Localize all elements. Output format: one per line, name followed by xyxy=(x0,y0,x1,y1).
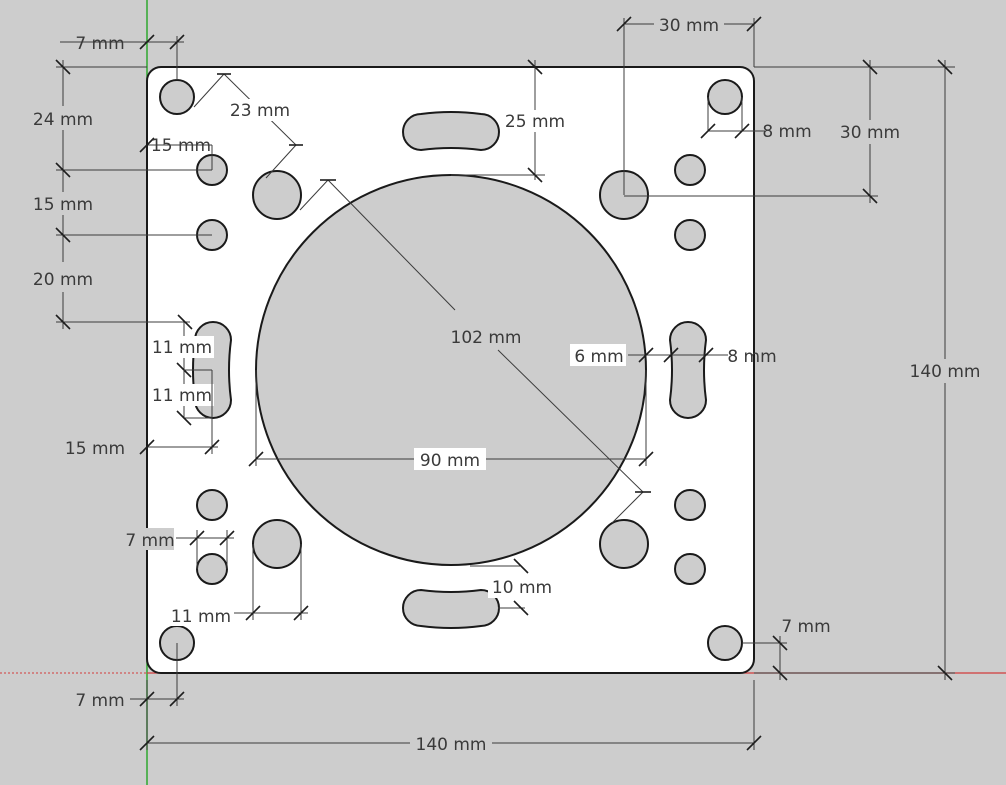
dim-label: 6 mm xyxy=(574,347,623,367)
dimension-10: 10 mm xyxy=(470,558,556,616)
dim-label: 8 mm xyxy=(727,347,776,367)
medium-hole-bottom-left[interactable] xyxy=(252,519,302,569)
dimension-8-right: 8 mm xyxy=(672,347,777,367)
dimension-30-top: 30 mm xyxy=(616,13,762,195)
dimension-15-hole: 15 mm xyxy=(139,136,213,170)
dimension-7-bottom: 7 mm xyxy=(70,643,185,711)
slot-bottom[interactable] xyxy=(402,588,500,629)
dimension-20: 20 mm xyxy=(33,270,193,330)
small-hole[interactable] xyxy=(674,154,706,186)
corner-hole-bottom-right[interactable] xyxy=(707,625,743,661)
medium-hole-bottom-right[interactable] xyxy=(599,519,649,569)
dim-label: 7 mm xyxy=(75,691,124,711)
dimension-8-top: 8 mm xyxy=(700,97,812,142)
small-hole[interactable] xyxy=(674,489,706,521)
dim-label: 11 mm xyxy=(171,607,231,627)
dim-label: 15 mm xyxy=(151,136,211,156)
slot-top[interactable] xyxy=(402,111,500,152)
dim-label: 25 mm xyxy=(505,112,565,132)
dim-label: 7 mm xyxy=(125,531,174,551)
center-hole[interactable] xyxy=(255,174,647,566)
medium-hole-top-left[interactable] xyxy=(252,170,302,220)
dimension-30-right: 30 mm xyxy=(624,59,906,204)
dimension-6: 6 mm xyxy=(570,344,679,367)
dimension-15-bottom-left: 15 mm xyxy=(60,370,220,459)
dimension-11-bottom: 11 mm xyxy=(166,544,309,627)
small-hole[interactable] xyxy=(674,219,706,251)
dimension-140-right: 140 mm xyxy=(754,59,985,681)
dim-label: 20 mm xyxy=(33,270,93,290)
dim-label: 15 mm xyxy=(65,439,125,459)
dim-label: 90 mm xyxy=(420,451,480,471)
small-hole[interactable] xyxy=(196,489,228,521)
dim-label: 30 mm xyxy=(659,16,719,36)
slot-right[interactable] xyxy=(668,321,708,419)
corner-hole-top-left[interactable] xyxy=(159,79,195,115)
dimension-11-b: 11 mm xyxy=(150,370,214,426)
dim-label: 11 mm xyxy=(152,338,212,358)
dimension-15-left: 15 mm xyxy=(33,195,212,262)
dimension-7-left: 7 mm xyxy=(118,528,235,569)
dim-label: 10 mm xyxy=(492,578,552,598)
dimension-140-bottom: 140 mm xyxy=(139,680,762,755)
dimension-90: 90 mm xyxy=(248,370,654,471)
dim-label: 30 mm xyxy=(840,123,900,143)
dim-label: 23 mm xyxy=(230,101,290,121)
small-hole[interactable] xyxy=(196,553,228,585)
dimension-25: 25 mm xyxy=(451,59,570,183)
dim-label: 24 mm xyxy=(33,110,93,130)
dim-label: 15 mm xyxy=(33,195,93,215)
small-hole[interactable] xyxy=(674,553,706,585)
dim-label: 7 mm xyxy=(75,34,124,54)
dimension-23: 23 mm xyxy=(193,73,303,179)
dimension-24: 24 mm xyxy=(33,59,212,192)
dim-label: 140 mm xyxy=(416,735,487,755)
dim-label: 140 mm xyxy=(910,362,981,382)
dimension-7-bottom-right: 7 mm xyxy=(742,617,831,681)
dimension-11-a: 11 mm xyxy=(150,322,214,378)
dimension-102: 102 mm xyxy=(299,179,651,524)
dim-label: 7 mm xyxy=(781,617,830,637)
dim-label: 102 mm xyxy=(451,328,522,348)
dim-label: 8 mm xyxy=(762,122,811,142)
dim-label: 11 mm xyxy=(152,386,212,406)
dimension-7-top: 7 mm xyxy=(60,34,185,80)
corner-hole-top-right[interactable] xyxy=(707,79,743,115)
